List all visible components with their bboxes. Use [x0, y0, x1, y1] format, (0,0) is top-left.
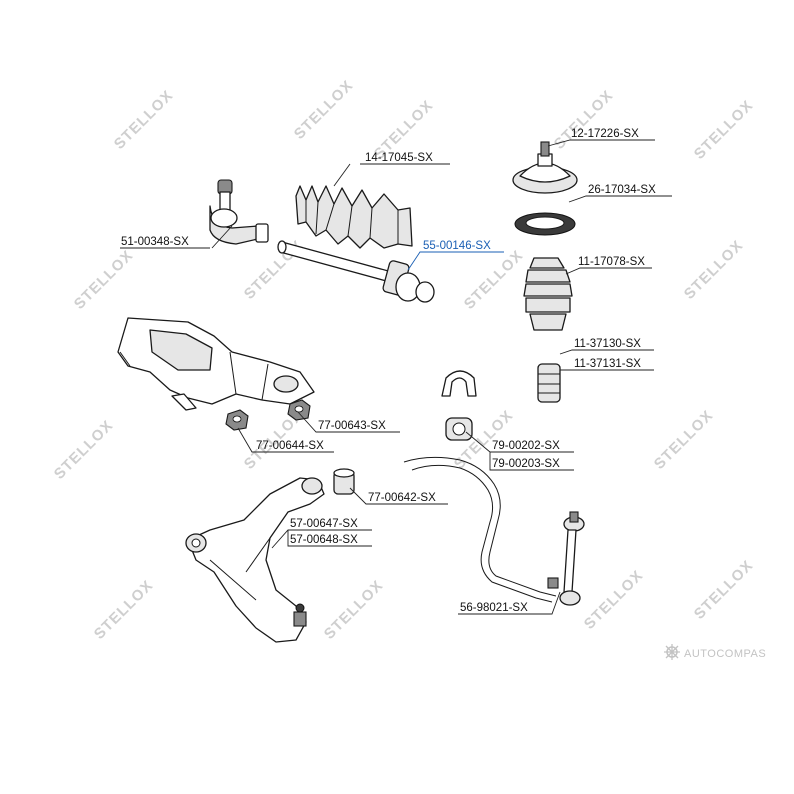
brand-text: AUTOCOMPAS — [684, 648, 766, 660]
watermark: STELLOX — [321, 577, 387, 643]
watermark: STELLOX — [691, 97, 757, 163]
label-dust-boot[interactable]: 14-17045-SX — [365, 152, 433, 164]
stab-link-drawing — [547, 511, 585, 606]
label-subframe-bush-2[interactable]: 77-00644-SX — [256, 440, 324, 452]
strut-boot-drawing — [523, 257, 573, 331]
label-strut-boot[interactable]: 11-17078-SX — [578, 256, 645, 268]
watermark: STELLOX — [291, 77, 357, 143]
label-bump-stop-2[interactable]: 11-37131-SX — [574, 358, 641, 370]
autocompas-logo: AUTOCOMPAS — [664, 644, 766, 660]
label-upper-mount[interactable]: 12-17226-SX — [571, 128, 639, 140]
tie-rod-end-drawing — [209, 179, 269, 245]
label-subframe-bush-1[interactable]: 77-00643-SX — [318, 420, 386, 432]
stabilizer-bar-drawing — [403, 456, 557, 603]
stab-bush-drawing — [445, 417, 473, 441]
watermark: STELLOX — [681, 237, 747, 303]
label-bearing[interactable]: 26-17034-SX — [588, 184, 656, 196]
subframe-drawing — [117, 317, 315, 411]
control-arm-drawing — [185, 477, 325, 643]
label-control-arm-2[interactable]: 57-00648-SX — [290, 534, 358, 546]
label-stab-link[interactable]: 56-98021-SX — [460, 602, 528, 614]
nut-drawing-2 — [225, 409, 249, 431]
upper-mount-drawing — [512, 141, 578, 194]
label-bump-stop-1[interactable]: 11-37130-SX — [574, 338, 641, 350]
label-control-arm-1[interactable]: 57-00647-SX — [290, 518, 358, 530]
watermark: STELLOX — [111, 87, 177, 153]
label-stab-bush-1[interactable]: 79-00202-SX — [492, 440, 560, 452]
watermark: STELLOX — [91, 577, 157, 643]
watermark: STELLOX — [51, 417, 117, 483]
stab-bracket-drawing — [441, 370, 477, 397]
label-arm-bush[interactable]: 77-00642-SX — [368, 492, 436, 504]
watermark: STELLOX — [581, 567, 647, 633]
label-tie-rod-end[interactable]: 51-00348-SX — [121, 236, 189, 248]
watermark: STELLOX — [651, 407, 717, 473]
arm-bush-drawing — [333, 468, 355, 495]
leader-lines — [120, 139, 672, 615]
nut-drawing-1 — [287, 399, 311, 421]
label-inner-tie-rod[interactable]: 55-00146-SX — [423, 240, 491, 252]
gear-icon — [664, 644, 680, 660]
inner-tie-rod-drawing — [277, 240, 435, 303]
watermark: STELLOX — [71, 247, 137, 313]
label-stab-bush-2[interactable]: 79-00203-SX — [492, 458, 560, 470]
dust-boot-drawing — [295, 185, 413, 249]
bearing-drawing — [514, 212, 576, 236]
watermark: STELLOX — [461, 247, 527, 313]
watermark: STELLOX — [691, 557, 757, 623]
bump-stop-drawing — [537, 363, 561, 403]
